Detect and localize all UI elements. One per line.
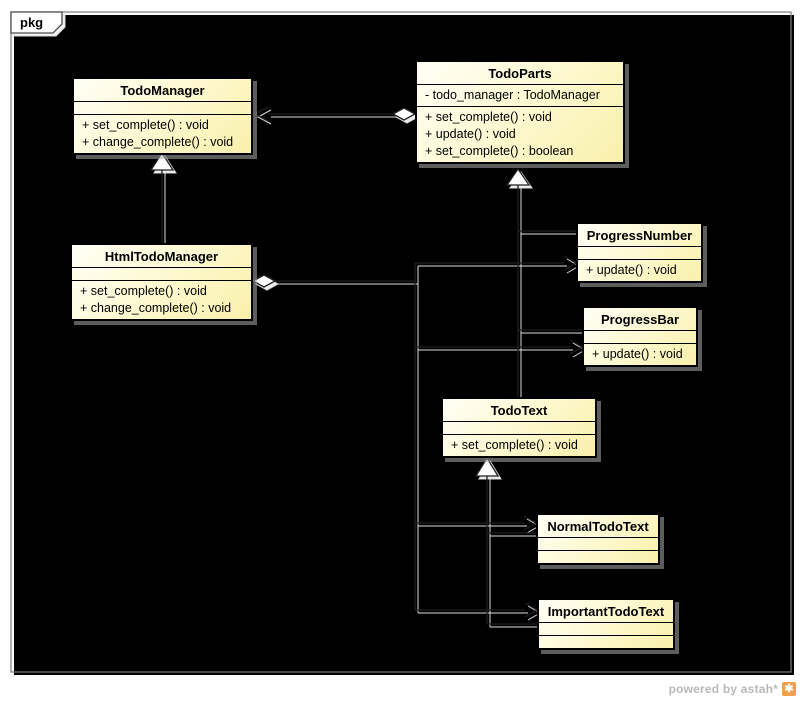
class-todoparts: TodoParts - todo_manager : TodoManager +… — [415, 60, 625, 164]
class-name: ImportantTodoText — [539, 600, 673, 623]
operations-compartment: + set_complete() : void — [443, 435, 595, 456]
class-name: NormalTodoText — [538, 515, 658, 538]
astah-logo-icon: ✱ — [782, 682, 796, 696]
member-row: + set_complete() : void — [425, 110, 552, 124]
member-row: + update() : void — [425, 127, 516, 141]
attributes-compartment — [74, 102, 251, 115]
generalization-triangle-icon — [505, 167, 531, 186]
frame-border — [10, 11, 792, 673]
member-row: - todo_manager : TodoManager — [425, 88, 600, 102]
member-row: + set_complete() : void — [82, 118, 209, 132]
attributes-compartment — [539, 623, 673, 636]
aggregation-diamond — [391, 107, 417, 121]
class-name: TodoManager — [74, 79, 251, 102]
operations-compartment: + set_complete() : void + change_complete… — [74, 115, 251, 153]
member-row: + set_complete() : boolean — [425, 144, 574, 158]
operations-compartment: + set_complete() : void + change_complete… — [72, 281, 251, 319]
class-progressbar: ProgressBar + update() : void — [582, 306, 698, 367]
frame-tab-label: pkg — [20, 15, 44, 30]
class-todomanager: TodoManager + set_complete() : void + cha… — [72, 77, 253, 155]
attributes-compartment: - todo_manager : TodoManager — [417, 85, 623, 107]
operations-compartment — [539, 636, 673, 648]
generalization-triangle-icon — [474, 456, 500, 477]
class-name: TodoParts — [417, 62, 623, 85]
member-row: + set_complete() : void — [80, 284, 207, 298]
class-todotext: TodoText + set_complete() : void — [441, 397, 597, 458]
operations-compartment: + set_complete() : void + update() : void… — [417, 107, 623, 162]
member-row: + change_complete() : void — [80, 301, 232, 315]
footer-credit: powered by astah* ✱ — [669, 682, 796, 696]
frame-tab — [10, 11, 63, 34]
member-row: + update() : void — [586, 263, 677, 277]
class-name: HtmlTodoManager — [72, 245, 251, 268]
class-htmltodomanager: HtmlTodoManager + set_complete() : void+… — [70, 243, 253, 321]
attributes-compartment — [578, 247, 701, 260]
member-row: + change_complete() : void — [82, 135, 234, 149]
member-row: + update() : void — [592, 347, 683, 361]
class-name: TodoText — [443, 399, 595, 422]
generalization-trunk-todotext — [474, 456, 537, 625]
class-importanttodotext: ImportantTodoText — [537, 598, 675, 650]
operations-compartment: + update() : void — [578, 260, 701, 281]
class-progressnumber: ProgressNumber + update() : void — [576, 222, 703, 283]
attributes-compartment — [443, 422, 595, 435]
class-name: ProgressBar — [584, 308, 696, 331]
powered-by-astah-label: powered by astah* — [668, 682, 778, 696]
operations-compartment — [538, 551, 658, 563]
aggregation-todoparts-todomanager — [253, 106, 417, 122]
generalization-htmltodomanager-todomanager — [149, 151, 175, 243]
attributes-compartment — [584, 331, 696, 344]
operations-compartment: + update() : void — [584, 344, 696, 365]
member-row: + set_complete() : void — [451, 438, 578, 452]
class-normaltodotext: NormalTodoText — [536, 513, 660, 565]
generalization-triangle-icon — [149, 151, 175, 171]
attributes-compartment — [72, 268, 251, 281]
generalization-trunk-todoparts — [505, 167, 582, 397]
class-name: ProgressNumber — [578, 224, 701, 247]
open-arrow-icon — [253, 106, 269, 122]
attributes-compartment — [538, 538, 658, 551]
aggregation-trunk-htmltodomanager — [251, 255, 584, 618]
